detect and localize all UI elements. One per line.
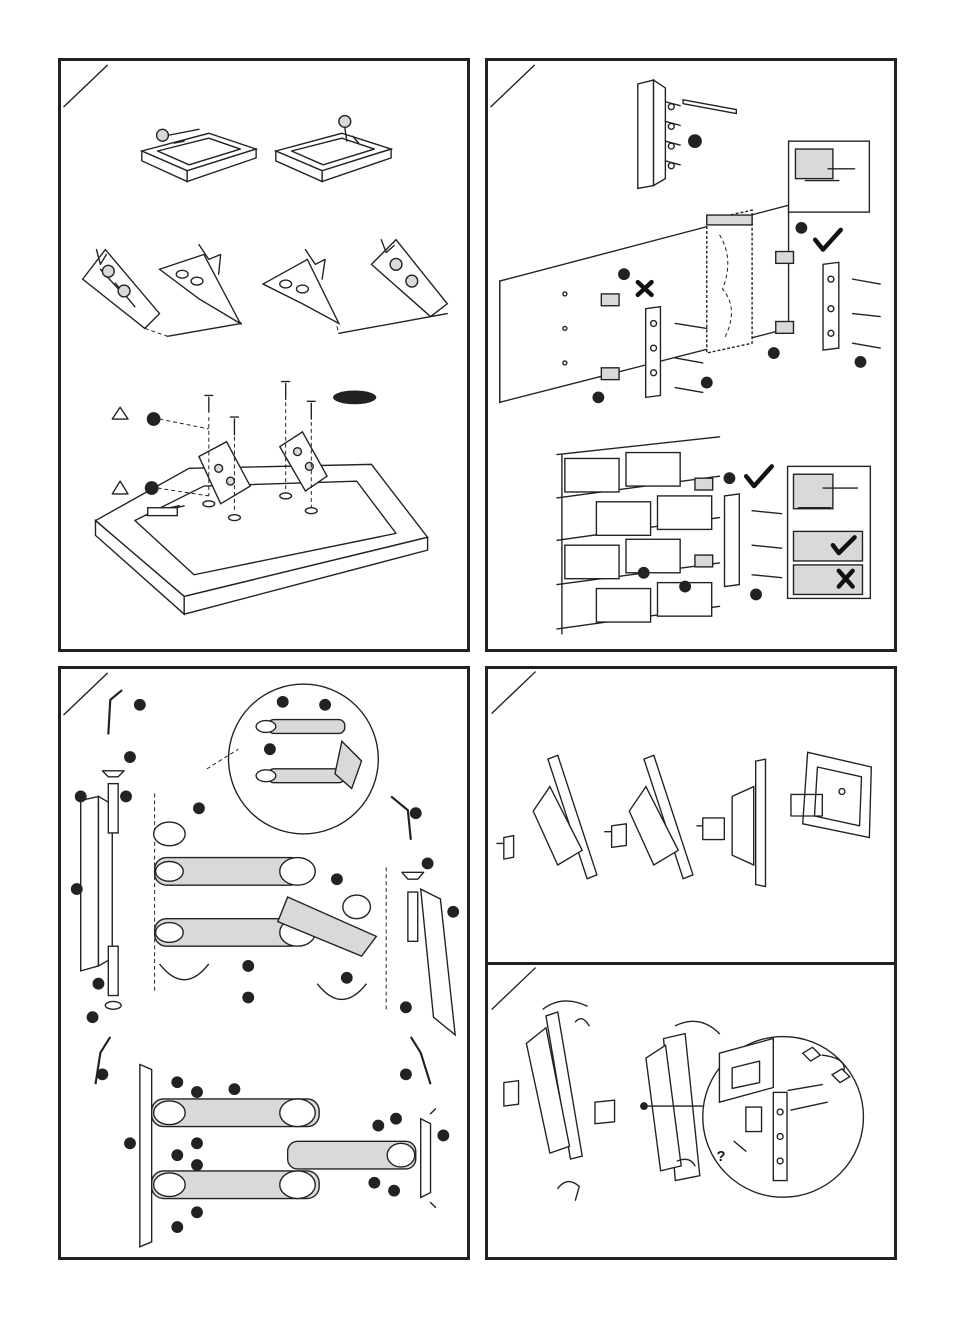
step-corner-marker (492, 968, 535, 1009)
stand-base-right (276, 116, 391, 182)
hand-icon (575, 1019, 589, 1026)
tv-hang-step-4 (791, 752, 871, 837)
tilt-tv-right (595, 1021, 719, 1180)
upper-arm (155, 858, 316, 886)
panel-5-illustration: ? (488, 965, 894, 1257)
warning-triangle-icon (112, 407, 128, 419)
panel-1-illustration (61, 61, 467, 649)
tv-hang-step-1 (497, 755, 597, 878)
panel-3-illustration (61, 669, 467, 1257)
correct-check-icon (815, 230, 841, 250)
tv-hang-step-2 (605, 755, 693, 878)
anchor-detail-brick (788, 466, 871, 598)
drywall-panel (500, 205, 789, 402)
detail-magnifier (207, 684, 378, 834)
wall-plate-standalone (638, 80, 737, 188)
hex-key-icon (411, 1037, 431, 1084)
hex-key-icon (108, 690, 122, 734)
part-callout-dot (145, 481, 159, 495)
step-corner-marker (492, 672, 535, 713)
tv-bracket-4 (371, 240, 447, 317)
tv-bracket-2 (160, 245, 241, 324)
tv-bracket-1 (83, 250, 160, 329)
tv-hang-step-3 (697, 759, 766, 886)
panel-2-illustration (488, 61, 894, 649)
hex-key-icon (391, 796, 411, 839)
wall-anchor-inset-wood (789, 141, 870, 212)
stand-base-left (142, 129, 256, 181)
hand-icon (558, 1182, 580, 1201)
lock-detail-magnifier: ? (703, 1037, 864, 1198)
spacing-arrow-left (167, 323, 241, 336)
tilt-tv-left (504, 1001, 589, 1200)
part-callout-dot (147, 412, 161, 426)
panel-2-wall-plate (485, 58, 897, 652)
tv-bracket-3 (263, 250, 339, 324)
panel-3-arm-assembly (58, 666, 470, 1260)
assembled-arm-view (124, 1065, 449, 1247)
question-mark: ? (716, 1149, 725, 1165)
panel-5-tilt-adjust: ? (485, 962, 897, 1260)
wall-plate-brick (638, 472, 782, 600)
brick-wall (557, 437, 720, 634)
cable-clips (154, 822, 367, 999)
spirit-level-icon (683, 100, 736, 114)
warning-triangle-icon (112, 481, 128, 494)
part-label-oval (333, 390, 376, 404)
panel-4-illustration (488, 669, 894, 963)
step-corner-marker (64, 65, 107, 106)
rotate-arrow-icon (675, 1021, 719, 1033)
wall-plate-vertical (81, 796, 113, 970)
step-corner-marker (64, 673, 107, 714)
rotate-arrow-icon (543, 1001, 587, 1009)
forearm (278, 895, 377, 956)
correct-check-icon (746, 466, 772, 486)
panel-4-hang-tv (485, 666, 897, 966)
panel-1-bracket-attach (58, 58, 470, 652)
wall-plate-wood (823, 262, 880, 350)
step-corner-marker (491, 65, 534, 106)
